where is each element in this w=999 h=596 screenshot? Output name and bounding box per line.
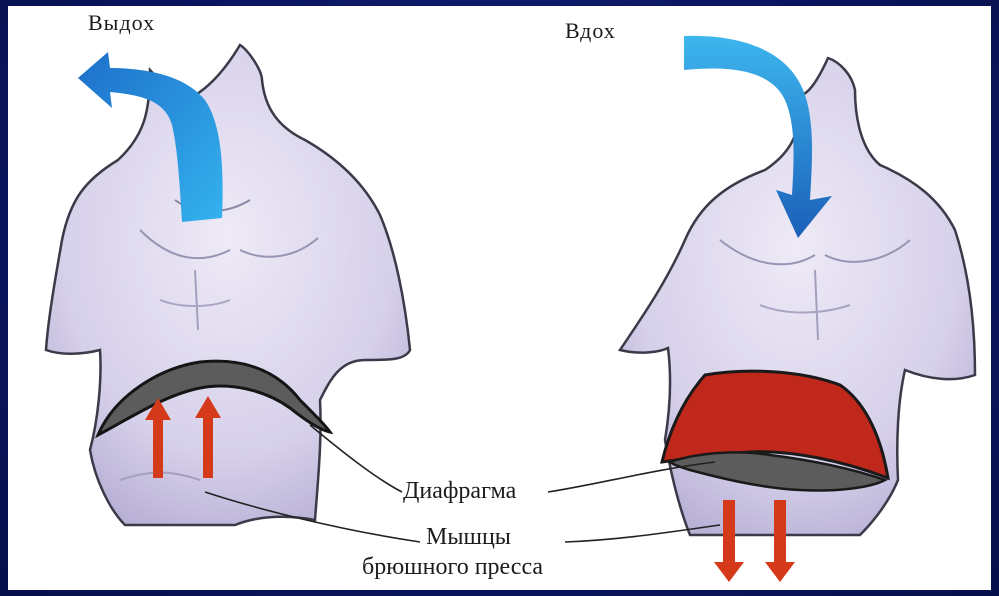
abdominal-muscles-label-line1: Мышцы <box>426 524 511 551</box>
exhale-label: Выдох <box>88 10 155 36</box>
diaphragm-label: Диафрагма <box>403 478 516 505</box>
inhale-label: Вдох <box>565 18 616 44</box>
torso-exhale <box>46 45 410 525</box>
abdominal-muscles-label-line2: брюшного пресса <box>362 554 543 581</box>
